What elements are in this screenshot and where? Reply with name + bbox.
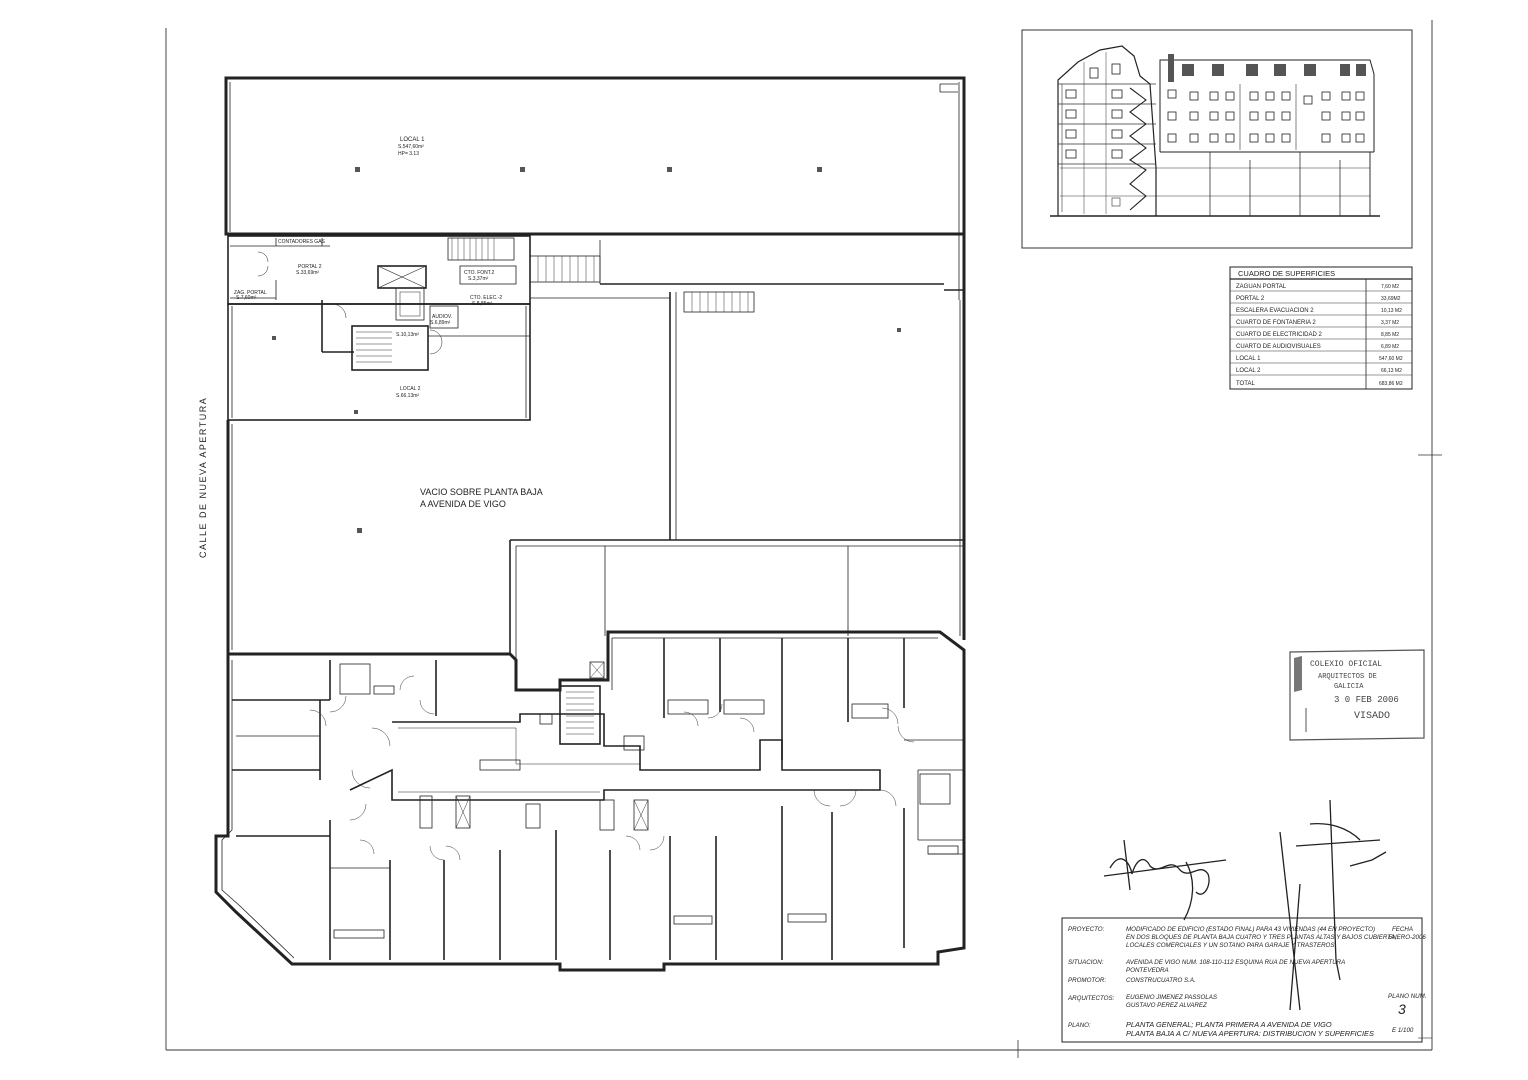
local2-area: S.66,13m² bbox=[396, 393, 419, 399]
stamp-date: 3 0 FEB 2006 bbox=[1334, 695, 1399, 705]
local-2-room bbox=[227, 303, 531, 421]
surface-value-7: 66,13 M2 bbox=[1381, 368, 1402, 374]
surface-value-3: 3,37 M2 bbox=[1381, 320, 1399, 326]
surface-name-3: CUARTO DE FONTANERIA 2 bbox=[1236, 320, 1316, 326]
tb-plano-num-value: 3 bbox=[1398, 1001, 1406, 1017]
tb-situacion-line2: PONTEVEDRA bbox=[1126, 967, 1169, 974]
room-labels: LOCAL 1 S.547,60m² HP= 3.13 CONTADORES G… bbox=[198, 137, 543, 558]
signature-2-icon bbox=[1279, 831, 1301, 1011]
surfaces-title: CUADRO DE SUPERFICIES bbox=[1238, 269, 1335, 278]
cto-font-name: CTO. FONT.2 bbox=[464, 270, 495, 276]
portal-zone bbox=[227, 235, 601, 371]
main-void bbox=[226, 291, 966, 690]
tb-escala: E 1/100 bbox=[1392, 1027, 1414, 1034]
audiov-area: S.6,89m² bbox=[430, 320, 451, 326]
tb-plano-line2: PLANTA BAJA A C/ NUEVA APERTURA: DISTRIB… bbox=[1126, 1029, 1374, 1038]
surface-name-1: PORTAL 2 bbox=[1236, 296, 1265, 302]
local1-area: S.547,60m² bbox=[398, 144, 424, 150]
cto-elec-area: S.8,85m² bbox=[472, 301, 493, 307]
audiov-name: AUDIOV. bbox=[432, 314, 452, 320]
signature-1-icon bbox=[1109, 858, 1210, 895]
title-block: PROYECTO: MODIFICADO DE EDIFICIO (ESTADO… bbox=[1061, 917, 1427, 1043]
stamp-visado: VISADO bbox=[1354, 711, 1390, 722]
void-label-1: VACIO SOBRE PLANTA BAJA bbox=[420, 487, 543, 497]
surface-value-6: 547,60 M2 bbox=[1379, 356, 1403, 362]
local-1-room bbox=[224, 76, 966, 300]
surface-name-6: LOCAL 1 bbox=[1236, 356, 1261, 362]
tb-proyecto-line2: EN DOS BLOQUES DE PLANTA BAJA CUATRO Y T… bbox=[1126, 934, 1396, 941]
street-label: CALLE DE NUEVA APERTURA bbox=[198, 397, 208, 558]
tb-arquitecto2: GUSTAVO PEREZ ALVAREZ bbox=[1126, 1002, 1207, 1009]
surface-value-0: 7,60 M2 bbox=[1381, 284, 1399, 290]
tb-promotor-label: PROMOTOR: bbox=[1068, 977, 1106, 984]
surface-name-7: LOCAL 2 bbox=[1236, 368, 1261, 374]
surface-value-1: 33,69M2 bbox=[1381, 296, 1401, 302]
cto-font-area: S.3,37m² bbox=[468, 276, 489, 282]
tb-proyecto-label: PROYECTO: bbox=[1068, 926, 1105, 933]
local1-name: LOCAL 1 bbox=[400, 137, 425, 143]
local1-height: HP= 3.13 bbox=[398, 151, 419, 157]
surface-name-2: ESCALERA EVACUACION 2 bbox=[1236, 308, 1314, 314]
tb-plano-num-label: PLANO NUM. bbox=[1388, 993, 1427, 1000]
tb-proyecto-line3: LOCALES COMERCIALES Y UN SOTANO PARA GAR… bbox=[1126, 942, 1335, 949]
escalera-area: S.10,13m² bbox=[396, 332, 419, 338]
sheet-frame bbox=[165, 20, 1442, 1058]
surface-name-0: ZAGUAN PORTAL bbox=[1236, 284, 1287, 290]
tb-situacion-label: SITUACION: bbox=[1068, 959, 1104, 966]
tb-arquitecto1: EUGENIO JIMENEZ PASSOLAS bbox=[1126, 994, 1218, 1001]
surface-value-2: 10,13 M2 bbox=[1381, 308, 1402, 314]
tb-plano-label: PLANO: bbox=[1068, 1022, 1091, 1029]
surface-value-8: 683,86 M2 bbox=[1379, 381, 1403, 387]
tb-fecha-value: ENERO-2006 bbox=[1388, 934, 1426, 941]
tb-proyecto-line1: MODIFICADO DE EDIFICIO (ESTADO FINAL) PA… bbox=[1126, 926, 1375, 933]
portal2-name: PORTAL 2 bbox=[298, 264, 322, 270]
zag-portal-name: ZAG. PORTAL bbox=[234, 290, 267, 296]
floor-plan: LOCAL 1 S.547,60m² HP= 3.13 CONTADORES G… bbox=[198, 76, 966, 972]
surfaces-table: CUADRO DE SUPERFICIES ZAGUAN PORTAL 7,60… bbox=[1229, 266, 1413, 390]
signatures bbox=[1103, 799, 1387, 1011]
residential-block bbox=[214, 630, 966, 972]
surface-value-4: 8,85 M2 bbox=[1381, 332, 1399, 338]
tb-plano-line1: PLANTA GENERAL; PLANTA PRIMERA A AVENIDA… bbox=[1126, 1020, 1332, 1029]
tb-promotor-value: CONSTRUCUATRO S.A. bbox=[1126, 977, 1196, 984]
tb-fecha-label: FECHA bbox=[1392, 926, 1413, 933]
surface-value-5: 6,89 M2 bbox=[1381, 344, 1399, 350]
tb-arquitectos-label: ARQUITECTOS: bbox=[1067, 995, 1115, 1002]
stamp-line1: COLEXIO OFICIAL bbox=[1310, 660, 1382, 669]
portal2-area: S.33,69m² bbox=[296, 270, 319, 276]
contadores-gas: CONTADORES GAS bbox=[278, 239, 326, 245]
tb-situacion-line1: AVENIDA DE VIGO NUM. 108-110-112 ESQUINA… bbox=[1125, 959, 1345, 966]
zag-portal-area: S.7,60m² bbox=[236, 295, 257, 301]
visado-stamp: COLEXIO OFICIAL ARQUITECTOS DE GALICIA 3… bbox=[1289, 649, 1425, 741]
surface-name-8: TOTAL bbox=[1236, 381, 1255, 387]
surface-name-4: CUARTO DE ELECTRICIDAD 2 bbox=[1236, 332, 1322, 338]
stamp-line2: ARQUITECTOS DE bbox=[1318, 673, 1377, 681]
cto-elec-name: CTO. ELEC.-2 bbox=[470, 295, 502, 301]
local2-name: LOCAL 2 bbox=[400, 386, 421, 392]
stamp-line3: GALICIA bbox=[1334, 683, 1364, 691]
elevation-drawing bbox=[1021, 29, 1413, 249]
void-label-2: A AVENIDA DE VIGO bbox=[420, 499, 506, 509]
surface-name-5: CUARTO DE AUDIOVISUALES bbox=[1236, 344, 1321, 350]
